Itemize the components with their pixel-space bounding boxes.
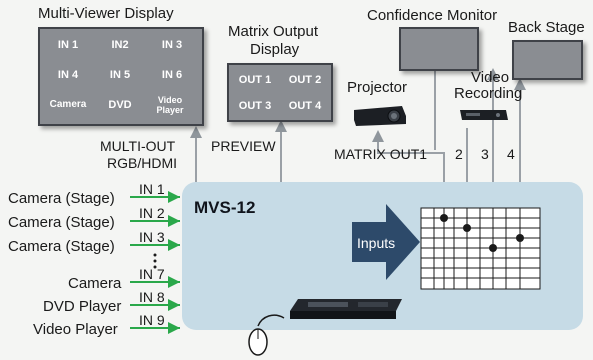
matrix-out-number-2: 2: [455, 146, 463, 162]
mvs-12-hardware-unit: [290, 299, 402, 319]
multiviewer-title: Multi-Viewer Display: [38, 5, 174, 22]
source-camera-stage-2: Camera (Stage): [8, 214, 115, 231]
ellipsis-dot: [153, 259, 157, 263]
confidence-monitor-label: Confidence Monitor: [367, 7, 498, 24]
source-input-in7: IN 7: [139, 266, 165, 282]
source-input-in8: IN 8: [139, 289, 165, 305]
matrix-output-screen: OUT 1 OUT 2 OUT 3 OUT 4: [227, 63, 333, 122]
inputs-arrow-icon: [352, 204, 420, 280]
matrix-out1-label: MATRIX OUT1: [334, 146, 428, 162]
crosspoint-out3: [489, 244, 497, 252]
source-input-in9: IN 9: [139, 312, 165, 328]
matrix-out-number-4: 4: [507, 146, 515, 162]
mo-cell-out2: OUT 2: [288, 73, 322, 86]
source-camera-stage-3: Camera (Stage): [8, 238, 115, 255]
mv-cell-in4: IN 4: [57, 69, 79, 81]
mv-cell-in1: IN 1: [57, 39, 79, 51]
mv-cell-video-player: Video Player: [156, 95, 184, 115]
mo-cell-out3: OUT 3: [238, 99, 272, 112]
mvs-12-title: MVS-12: [194, 198, 256, 217]
video-recording-label-line1: Video: [471, 69, 510, 86]
multiviewer-screen: IN 1 IN2 IN 3 IN 4 IN 5 IN 6 Camera DVD …: [38, 27, 204, 126]
multi-out-label-line1: MULTI-OUT: [100, 138, 176, 154]
mo-cell-out1: OUT 1: [238, 73, 272, 86]
source-input-in3: IN 3: [139, 229, 165, 245]
projector-icon: [354, 106, 406, 126]
back-stage-label: Back Stage: [508, 19, 585, 36]
source-camera-stage-1: Camera (Stage): [8, 190, 115, 207]
ellipsis-dot: [153, 265, 157, 269]
source-camera: Camera: [68, 275, 122, 292]
projector-label: Projector: [347, 79, 408, 96]
mo-cell-out4: OUT 4: [288, 99, 322, 112]
back-stage-screen: [512, 40, 583, 80]
source-video-player: Video Player: [33, 321, 118, 338]
multi-out-label-line2: RGB/HDMI: [107, 155, 177, 171]
source-dvd-player: DVD Player: [43, 298, 122, 315]
matrix-output-title-line2: Display: [250, 41, 300, 58]
mv-cell-in3: IN 3: [161, 39, 183, 51]
crosspoint-out1: [440, 214, 448, 222]
mouse-icon: [248, 314, 285, 356]
mv-cell-dvd: DVD: [108, 99, 132, 111]
crosspoint-out4: [516, 234, 524, 242]
crosspoint-out2: [463, 224, 471, 232]
preview-label: PREVIEW: [211, 138, 276, 154]
mv-cell-camera: Camera: [49, 99, 87, 110]
matrix-out-number-3: 3: [481, 146, 489, 162]
ellipsis-dot: [153, 253, 157, 257]
video-recorder-icon: [460, 110, 508, 120]
matrix-output-title-line1: Matrix Output: [228, 23, 319, 40]
confidence-monitor-screen: [399, 27, 479, 71]
mv-cell-in5: IN 5: [109, 69, 131, 81]
mv-cell-in6: IN 6: [161, 69, 183, 81]
mv-cell-in2: IN2: [111, 39, 129, 51]
matrix-grid: [420, 207, 541, 290]
inputs-label: Inputs: [357, 235, 396, 251]
source-input-in2: IN 2: [139, 205, 165, 221]
source-input-in1: IN 1: [139, 181, 165, 197]
video-recording-label-line2: Recording: [454, 85, 523, 102]
